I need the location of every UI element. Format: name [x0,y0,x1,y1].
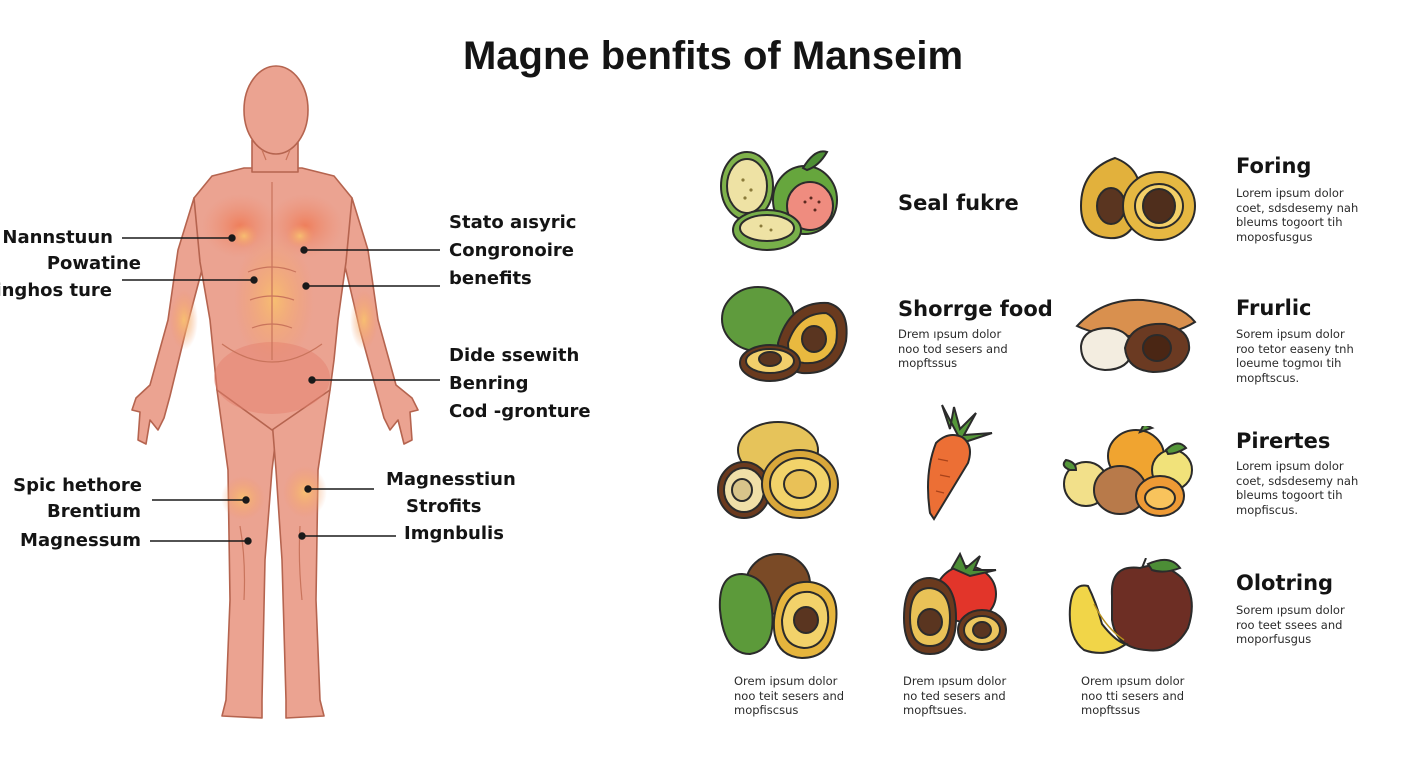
label-powatine: Powatine [46,253,141,274]
guava-illustration [720,150,838,251]
label-strofits: Strofits [406,496,482,517]
sweet-potato-illustration [1075,298,1197,374]
food-title-seal-fukre: Seal fukre [898,191,1019,215]
page-title: Magne benfits of Manseim [462,34,964,78]
human-body-illustration [122,65,440,719]
label-leaders [122,234,440,545]
label-stato-aisyric: Stato aısyric [449,212,577,233]
label-spic-hethore: Spic hethore [13,475,142,496]
food-desc-shorrge-food: Drem ıpsum dolor noo tod sesers and mopf… [898,327,1008,370]
label-imgnbulis: Imgnbulis [404,523,504,544]
label-magnessum: Magnessum [20,530,141,551]
mixed-fruits-illustration [1062,426,1193,517]
avocado-illustration [721,286,848,382]
label-magnesstiun: Magnesstiun [386,469,516,490]
food-desc-bottom-1: Orem ipsum dolor noo teit sesers and mop… [734,674,845,717]
food-title-foring: Foring [1236,154,1312,178]
label-nannstuun: Nannstuun [2,227,113,248]
food-desc-foring: Lorem ipsum dolor coet, sdsdesemy nah bl… [1236,186,1359,244]
potato-illustration [717,421,839,519]
label-brentium: Brentium [47,501,141,522]
apple-banana-illustration [1068,558,1193,654]
food-desc-bottom-3: Orem ıpsum dolor noo tti sesers and mopf… [1081,674,1185,717]
tomato-avocado-illustration [902,551,1007,656]
glow-areas [170,194,378,520]
food-title-pirertes: Pirertes [1236,429,1331,453]
mango-halves-illustration [1079,156,1196,241]
avocado-coconut-illustration [718,553,838,660]
food-desc-frurlic: Sorem ipsum dolor roo tetor easeny tnh l… [1236,327,1354,385]
label-linghos-ture: linghos ture [0,280,112,301]
food-title-shorrge-food: Shorrge food [898,297,1053,321]
muscle-lines [221,149,323,601]
label-benring: Benring [449,373,529,394]
food-title-frurlic: Frurlic [1236,296,1312,320]
food-desc-olotring: Sorem ıpsum dolor roo teet ssees and mop… [1236,603,1345,646]
label-congronoire: Congronoire [449,240,574,261]
label-dide-ssewith: Dide ssewith [449,345,580,366]
label-benefits: benefits [449,268,532,289]
carrot-illustration [927,404,993,521]
food-desc-bottom-2: Drem ıpsum dolor no ted sesers and mopft… [903,674,1007,717]
label-cod-gronture: Cod -gronture [449,401,591,422]
food-desc-pirertes: Lorem ipsum dolor coet, sdsdesemy nah bl… [1236,459,1359,517]
food-title-olotring: Olotring [1236,571,1334,595]
